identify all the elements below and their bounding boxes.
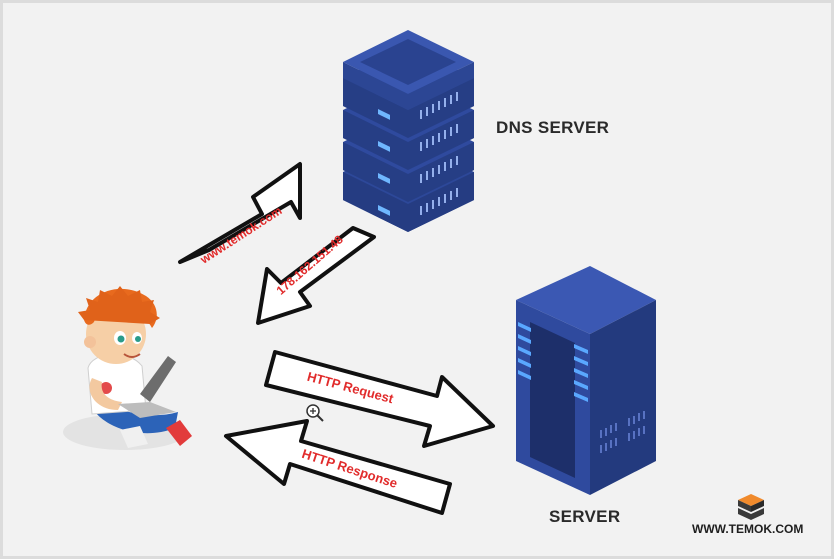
arrow-domain-query [178, 162, 302, 264]
web-server-icon [516, 266, 656, 495]
arrow-http-response [224, 419, 452, 515]
dns-server-icon [343, 30, 474, 232]
brand-url: WWW.TEMOK.COM [692, 522, 804, 536]
user-laptop-icon [63, 286, 192, 450]
temok-logo-icon [738, 494, 764, 520]
dns-server-label: DNS SERVER [496, 118, 610, 137]
arrow-ip-reply [256, 226, 376, 325]
arrow-http-request [264, 350, 495, 448]
zoom-cursor-icon [306, 404, 324, 422]
server-label: SERVER [549, 507, 621, 526]
